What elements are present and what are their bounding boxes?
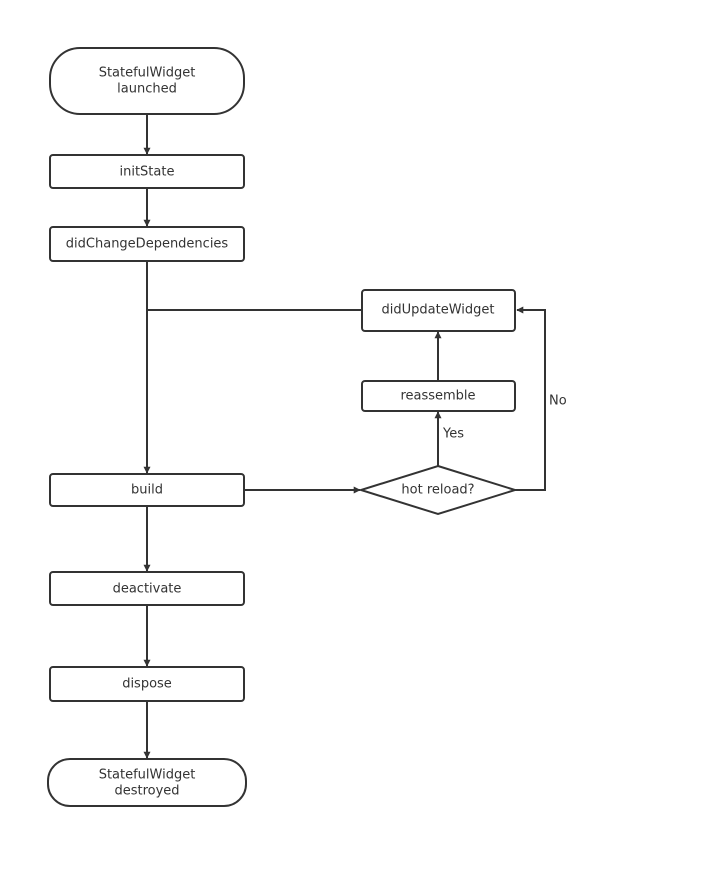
- node-didupdatewidget-label: didUpdateWidget: [382, 303, 495, 318]
- edge-label-yes: Yes: [442, 427, 464, 442]
- node-deactivate: deactivate: [49, 571, 245, 606]
- node-hotreload-label: hot reload?: [401, 483, 474, 498]
- edge-hotreload-no-to-didupdatewidget: [515, 306, 546, 491]
- node-didupdatewidget: didUpdateWidget: [361, 289, 516, 332]
- node-hotreload-decision: hot reload?: [357, 464, 519, 516]
- node-didchangedependencies: didChangeDependencies: [49, 226, 245, 262]
- node-reassemble: reassemble: [361, 380, 516, 412]
- node-end-line2: destroyed: [114, 784, 179, 799]
- node-initstate: initState: [49, 154, 245, 189]
- node-reassemble-label: reassemble: [400, 389, 475, 404]
- node-initstate-label: initState: [120, 165, 175, 180]
- node-build-label: build: [131, 483, 163, 498]
- node-build: build: [49, 473, 245, 507]
- node-end-line1: StatefulWidget: [99, 768, 196, 783]
- node-didchangedependencies-label: didChangeDependencies: [66, 237, 229, 252]
- node-dispose-label: dispose: [122, 677, 172, 692]
- node-dispose: dispose: [49, 666, 245, 702]
- node-start-line1: StatefulWidget: [99, 66, 196, 81]
- node-deactivate-label: deactivate: [113, 582, 182, 597]
- node-start-line2: launched: [117, 82, 177, 97]
- node-start: StatefulWidget launched: [49, 47, 245, 115]
- node-end: StatefulWidget destroyed: [47, 758, 247, 807]
- edges: [143, 114, 546, 759]
- edge-label-no: No: [549, 394, 567, 409]
